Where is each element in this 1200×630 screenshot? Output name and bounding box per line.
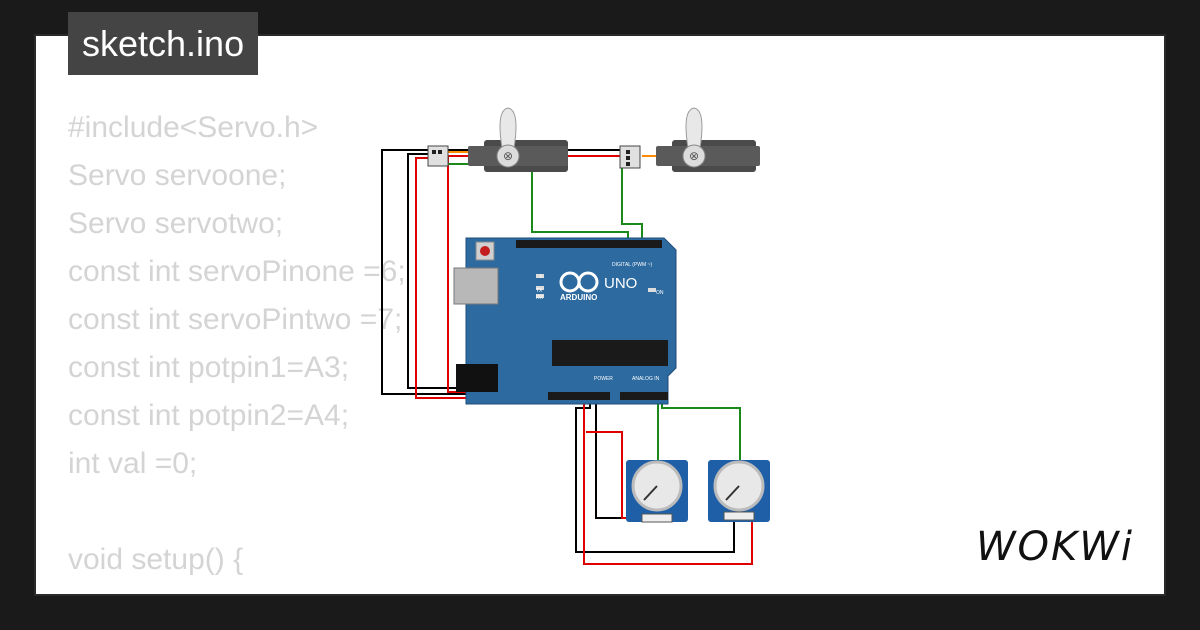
atmega-chip <box>552 340 668 366</box>
code-line: void setup() { <box>68 543 244 576</box>
power-header <box>548 392 610 400</box>
wokwi-logo: WOKWi <box>976 524 1134 570</box>
code-line: #include<Servo.h> <box>68 111 319 144</box>
tx-label: TX <box>536 288 543 294</box>
wire-red-pot <box>583 402 753 565</box>
wire-green-servo2-sig <box>621 162 643 240</box>
analog-header <box>620 392 668 400</box>
preview-card: #include<Servo.h> Servo servoone; Servo … <box>36 36 1164 594</box>
digital-label: DIGITAL (PWM ~) <box>612 262 652 268</box>
wire-green-servo1-sig <box>448 163 629 240</box>
code-line: int val =0; <box>68 447 198 480</box>
rx-label: RX <box>536 295 544 301</box>
code-line: Servo servoone; <box>68 159 287 192</box>
power-jack <box>456 364 498 392</box>
potentiometer-two[interactable] <box>708 460 770 522</box>
arduino-uno-board: UNO ARDUINO DIGITAL (PWM ~) ANALOG IN PO… <box>453 237 677 405</box>
usb-port <box>453 267 499 305</box>
wire-green-pot1 <box>654 395 659 464</box>
digital-header <box>516 240 662 248</box>
code-line: Servo servotwo; <box>68 207 284 240</box>
wire-green-pot2 <box>658 399 741 464</box>
on-label: ON <box>656 290 664 296</box>
servo-one: ⊗ <box>468 107 568 172</box>
wire-black-pot <box>575 400 735 553</box>
svg-text:⊗: ⊗ <box>689 149 699 163</box>
code-line: const int potpin2=A4; <box>68 399 350 432</box>
code-line: const int servoPinone =6; <box>68 255 406 288</box>
file-title: sketch.ino <box>68 12 259 75</box>
arduino-logo <box>559 271 599 293</box>
board-brand: ARDUINO <box>560 293 597 302</box>
analog-label: ANALOG IN <box>632 376 660 382</box>
servo-two-connector <box>619 145 641 169</box>
code-line: const int potpin1=A3; <box>68 351 350 384</box>
code-line: // ... <box>68 584 406 594</box>
potentiometer-one[interactable] <box>626 460 688 523</box>
l-label: L <box>540 274 543 280</box>
servo-one-connector <box>427 145 449 167</box>
servo-two: ⊗ <box>656 107 760 172</box>
board-model: UNO <box>604 275 637 292</box>
power-label: POWER <box>594 376 613 382</box>
circuit-diagram: ⊗ ⊗ <box>381 107 770 565</box>
svg-text:⊗: ⊗ <box>503 149 513 163</box>
